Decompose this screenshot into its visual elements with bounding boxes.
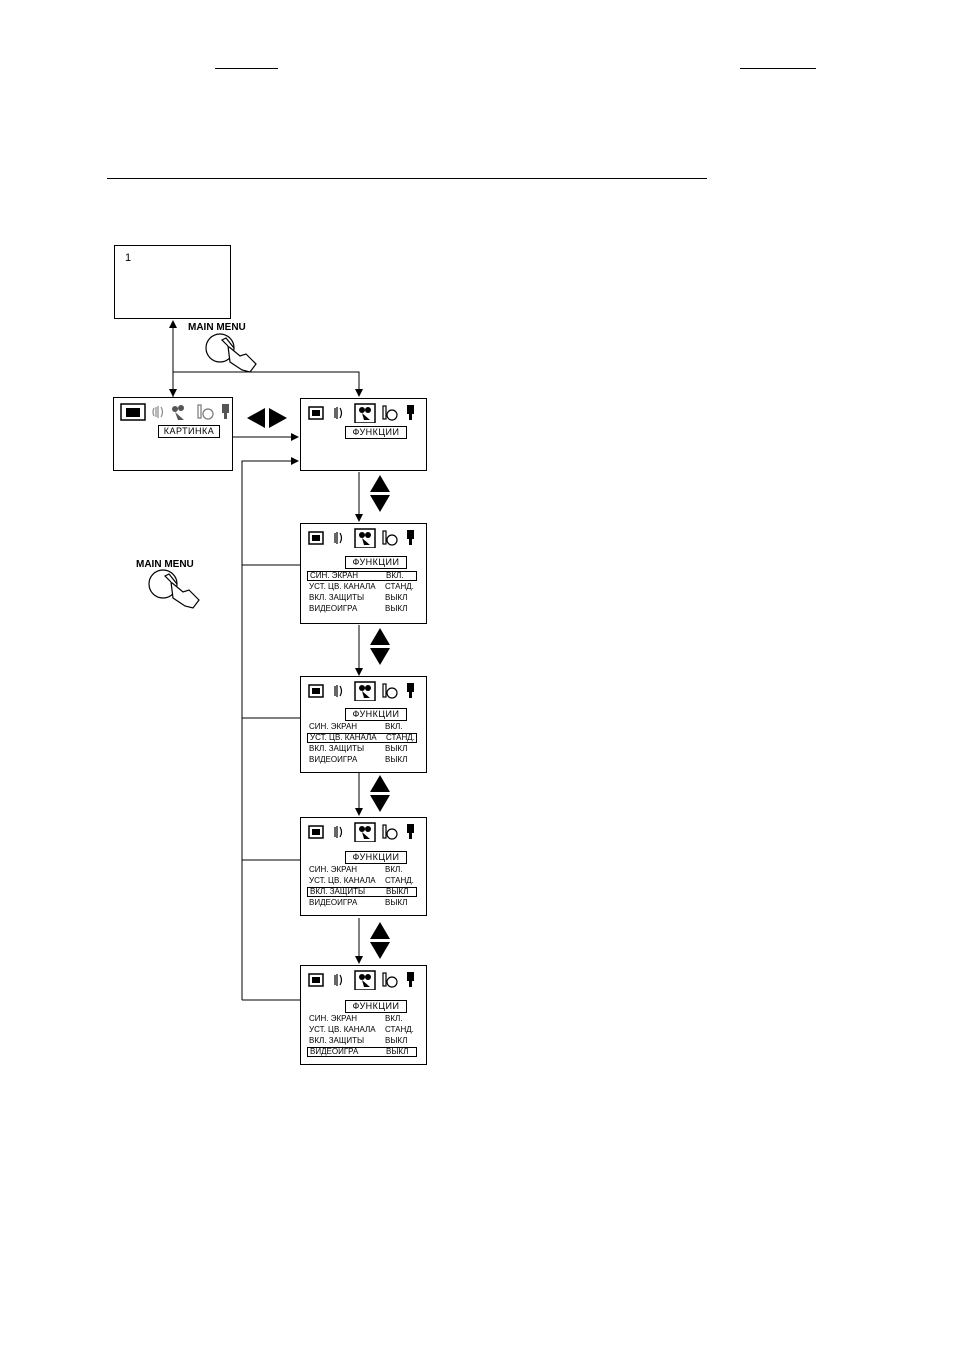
main-menu-label-left: MAIN MENU [136,559,194,570]
functions-menu-screen-1: ФУНКЦИИ [300,398,427,471]
menu-icon-bar [308,681,414,701]
picture-icon [308,825,324,839]
setup-icon [222,404,229,419]
functions-icon [354,528,376,548]
picture-icon [308,531,324,545]
time-icon [197,404,214,420]
functions-icon [354,822,376,842]
header-rule-left [215,68,278,69]
menu-icon-bar [308,403,414,423]
sound-icon [334,685,343,697]
menu-title: КАРТИНКА [158,425,220,438]
time-icon [382,824,398,840]
menu-icon-bar [308,528,414,548]
menu-title: ФУНКЦИИ [345,426,407,439]
left-right-arrows-icon [247,408,287,428]
time-icon [382,972,398,988]
functions-icon [172,405,184,420]
setup-icon [407,405,414,420]
functions-icon [354,681,376,701]
setup-icon [407,683,414,698]
header-rule-right [740,68,816,69]
menu-icon-bar [308,822,414,842]
menu-title: ФУНКЦИИ [345,1000,407,1013]
main-menu-hand-icon-top [205,333,257,373]
main-menu-label-top: MAIN MENU [188,322,246,333]
setup-icon [407,824,414,839]
setup-icon [407,530,414,545]
menu-title: ФУНКЦИИ [345,851,407,864]
picture-icon [308,406,324,420]
sound-icon [334,532,343,544]
channel-screen: 1 [114,245,231,319]
main-menu-hand-icon-left [148,569,200,609]
return-loop [241,457,299,1000]
sound-icon [152,406,164,418]
arrow-to-functions [173,371,363,397]
picture-icon [308,973,324,987]
time-icon [382,683,398,699]
functions-icon [354,970,376,990]
menu-icon-bar [308,970,414,990]
time-icon [382,530,398,546]
menu-title: ФУНКЦИИ [345,708,407,721]
setup-icon [407,972,414,987]
sound-icon [334,826,343,838]
up-down-arrows-icon [370,475,390,959]
picture-icon [120,403,146,421]
sound-icon [334,974,343,986]
picture-icon [308,684,324,698]
channel-number: 1 [125,252,132,264]
time-icon [382,405,398,421]
menu-icon-bar [120,403,229,421]
sound-icon [334,407,343,419]
menu-title: ФУНКЦИИ [345,556,407,569]
functions-icon [354,403,376,423]
picture-menu-screen: КАРТИНКА [113,397,233,471]
section-rule [107,178,707,179]
